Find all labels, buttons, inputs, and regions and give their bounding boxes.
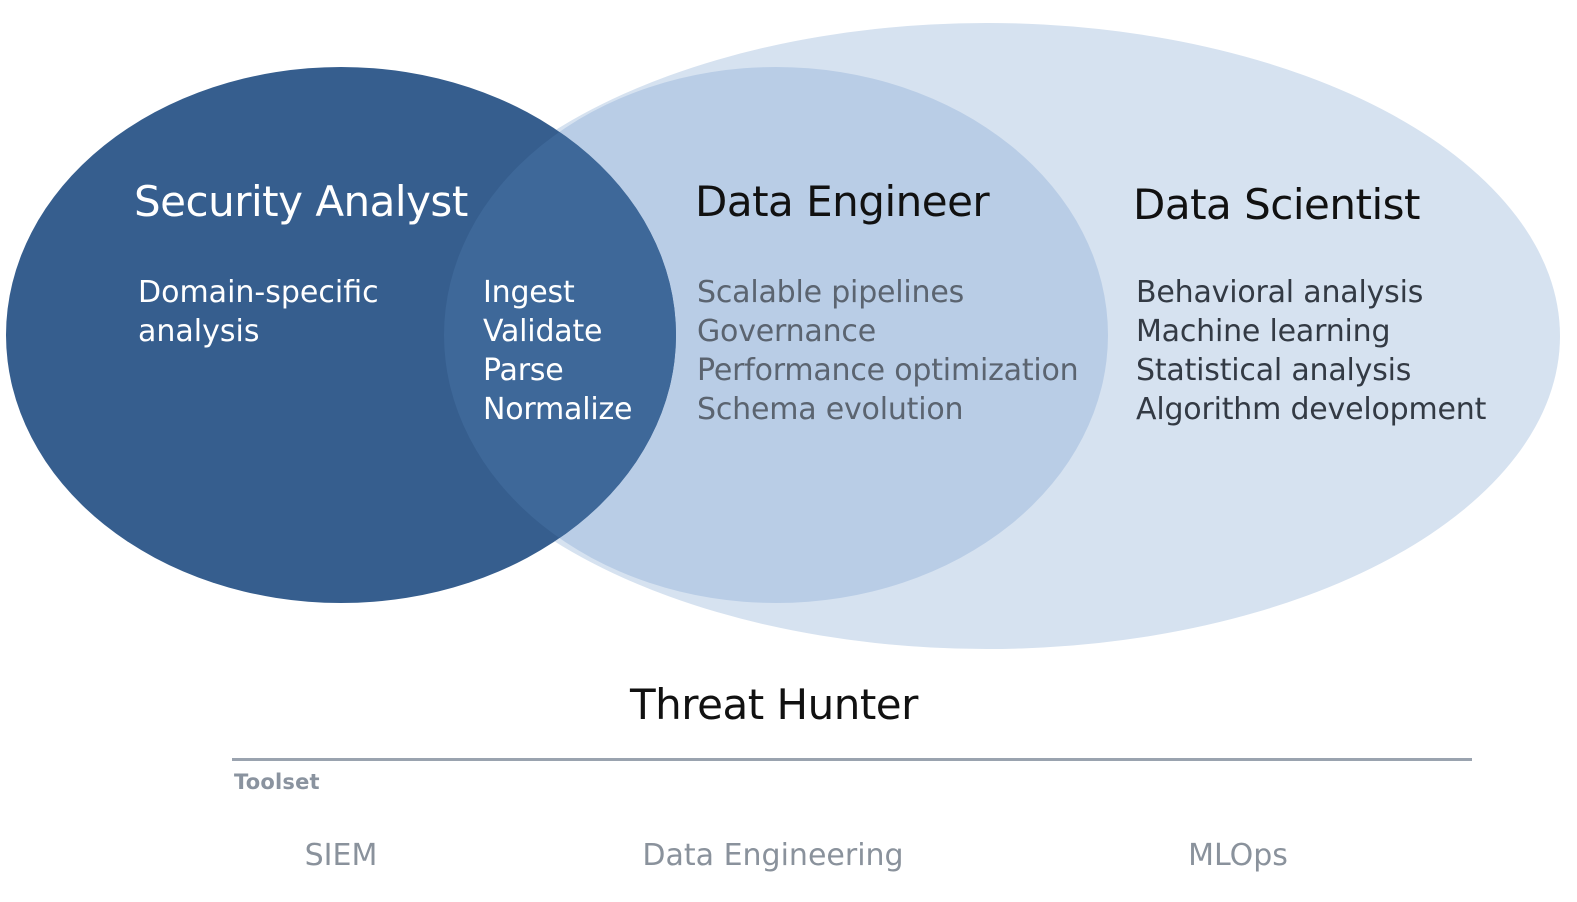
data-engineer-item: Governance xyxy=(697,314,876,349)
threat-hunter-title: Threat Hunter xyxy=(630,680,918,729)
security-analyst-title: Security Analyst xyxy=(134,177,468,226)
data-scientist-item: Statistical analysis xyxy=(1136,353,1412,388)
security-analyst-description: Domain-specific analysis xyxy=(138,273,379,351)
toolset-label: Toolset xyxy=(234,770,320,794)
data-engineer-items: Scalable pipelines Governance Performanc… xyxy=(697,273,1079,429)
tool-mlops: MLOps xyxy=(1188,838,1288,873)
data-engineer-item: Performance optimization xyxy=(697,353,1079,388)
security-analyst-description-line: analysis xyxy=(138,314,260,349)
data-scientist-items: Behavioral analysis Machine learning Sta… xyxy=(1136,273,1486,429)
tool-siem: SIEM xyxy=(304,838,378,873)
overlap-region xyxy=(444,67,676,603)
data-engineer-title: Data Engineer xyxy=(695,177,990,226)
data-engineer-item: Schema evolution xyxy=(697,392,964,427)
toolset-divider xyxy=(232,758,1472,761)
overlap-items: Ingest Validate Parse Normalize xyxy=(483,273,632,429)
data-scientist-title: Data Scientist xyxy=(1133,180,1421,229)
data-scientist-item: Machine learning xyxy=(1136,314,1391,349)
tool-data-engineering: Data Engineering xyxy=(642,838,904,873)
overlap-item: Ingest xyxy=(483,275,575,310)
overlap-item: Normalize xyxy=(483,392,633,427)
overlap-item: Parse xyxy=(483,353,564,388)
data-scientist-item: Algorithm development xyxy=(1136,392,1487,427)
data-scientist-item: Behavioral analysis xyxy=(1136,275,1424,310)
security-analyst-description-line: Domain-specific xyxy=(138,275,379,310)
overlap-item: Validate xyxy=(483,314,603,349)
data-engineer-item: Scalable pipelines xyxy=(697,275,965,310)
